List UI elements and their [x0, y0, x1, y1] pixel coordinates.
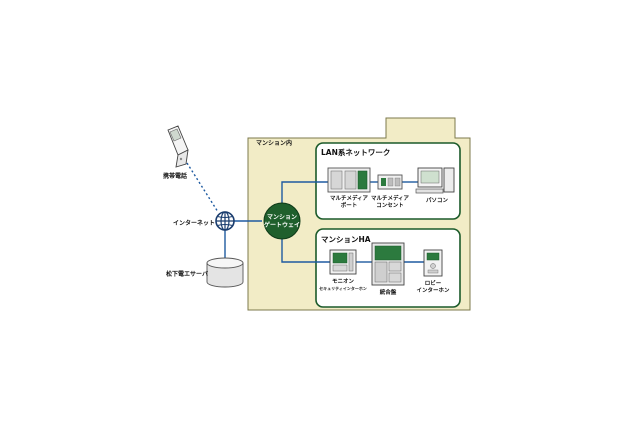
link-gateway-lan	[281, 181, 328, 206]
multimedia-outlet-icon	[377, 174, 403, 190]
port-label-line2: ポート	[341, 201, 358, 209]
monitor-label-line1: モニオン	[332, 278, 355, 285]
gateway-label-line1: マンション	[267, 214, 297, 221]
connection-lines	[186, 162, 424, 263]
internet-label: インターネット	[173, 219, 215, 227]
ha-panel-title: マンションHA	[321, 235, 371, 244]
gateway-node	[263, 202, 301, 240]
mobile-phone-icon	[167, 125, 189, 168]
integrated-panel-icon	[371, 242, 405, 286]
outlet-label-line1: マルチメディア	[371, 194, 410, 202]
phone-label: 携帯電話	[163, 172, 187, 180]
lobby-label-line2: インターホン	[416, 286, 450, 294]
server-icon	[206, 257, 244, 288]
globe-icon	[215, 211, 235, 231]
lobby-label-line1: ロビー	[425, 279, 442, 287]
security-intercom-icon	[329, 249, 357, 275]
gateway-label-line2: ゲートウェイ	[264, 221, 300, 229]
pc-icon	[415, 167, 455, 194]
building-label: マンション内	[256, 139, 292, 147]
monitor-label-line2: セキュリティインターホン	[319, 285, 367, 291]
lan-panel-title: LAN系ネットワーク	[321, 147, 390, 157]
panel-label: 統合盤	[380, 288, 397, 296]
server-label: 松下電エサーバ	[166, 270, 208, 278]
outlet-label-line2: コンセント	[376, 202, 404, 209]
lobby-intercom-icon	[423, 249, 443, 277]
port-label-line1: マルチメディア	[330, 194, 369, 202]
pc-label: パソコン	[426, 196, 449, 204]
multimedia-port-icon	[327, 167, 371, 193]
link-gateway-ha	[281, 236, 330, 263]
link-phone-internet	[186, 162, 219, 213]
